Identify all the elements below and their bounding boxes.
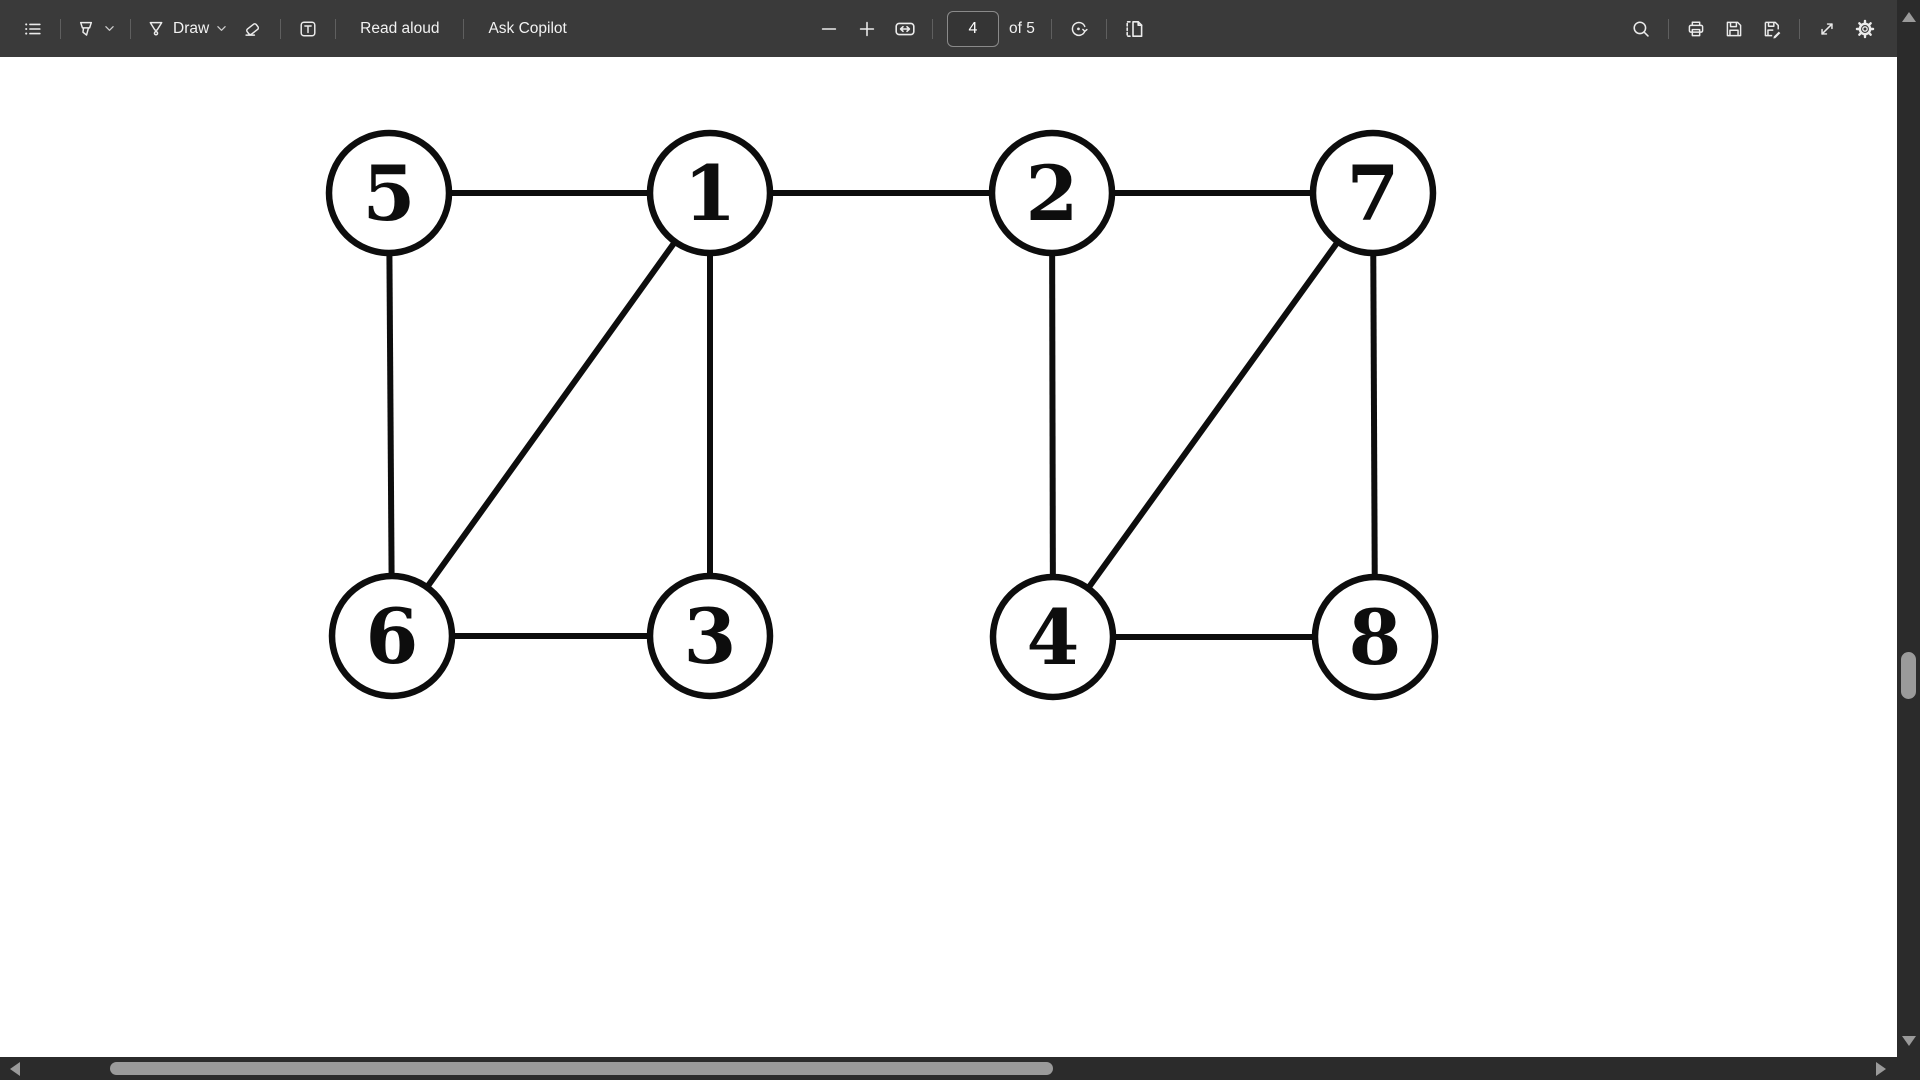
toolbar-right-group xyxy=(1622,0,1884,57)
scroll-left-arrow-icon[interactable] xyxy=(10,1061,20,1076)
graph-node-label: 2 xyxy=(1026,149,1079,238)
graph-node-5: 5 xyxy=(325,129,453,257)
graph-figure: 5 1 2 7 6 3 4 8 xyxy=(325,129,1439,701)
toolbar-left-group: Draw Read aloud Ask Copilot xyxy=(14,0,583,57)
chevron-down-icon xyxy=(105,26,114,31)
pen-icon xyxy=(149,21,163,36)
print-icon xyxy=(1688,20,1704,36)
toolbar-zoom-page-group: of 5 xyxy=(810,0,1153,57)
horizontal-scrollbar[interactable] xyxy=(0,1057,1897,1080)
page-number-input[interactable] xyxy=(947,10,999,47)
horizontal-scrollbar-thumb[interactable] xyxy=(110,1062,1053,1075)
eraser-icon xyxy=(245,22,260,36)
chevron-down-icon xyxy=(217,26,226,31)
scroll-up-arrow-icon[interactable] xyxy=(1901,12,1916,22)
graph-node-label: 3 xyxy=(684,592,737,681)
fit-to-width-icon xyxy=(895,22,915,35)
read-aloud-button[interactable]: Read aloud xyxy=(346,11,453,47)
zoom-in-icon xyxy=(859,21,875,36)
zoom-out-button[interactable] xyxy=(812,11,846,47)
graph-node-3: 3 xyxy=(646,572,774,700)
toolbar-separator xyxy=(1799,18,1800,39)
toolbar-separator xyxy=(60,18,61,39)
table-of-contents-icon xyxy=(25,22,41,35)
save-icon xyxy=(1726,21,1742,36)
toolbar-separator xyxy=(280,18,282,39)
add-text-button[interactable] xyxy=(291,11,325,47)
settings-button[interactable] xyxy=(1848,11,1882,47)
search-button[interactable] xyxy=(1624,11,1658,47)
gear-icon xyxy=(1855,19,1875,38)
pdf-page-canvas: 5 1 2 7 6 3 4 8 xyxy=(0,57,1897,1057)
toolbar-separator xyxy=(932,18,933,39)
toolbar-separator xyxy=(1668,18,1669,39)
rotate-icon xyxy=(1071,21,1088,36)
graph-node-7: 7 xyxy=(1309,129,1437,257)
graph-node-8: 8 xyxy=(1311,573,1439,701)
fullscreen-button[interactable] xyxy=(1810,11,1844,47)
table-of-contents-button[interactable] xyxy=(16,11,50,47)
graph-node-label: 6 xyxy=(366,592,419,681)
graph-node-label: 4 xyxy=(1027,593,1080,682)
toolbar-separator xyxy=(1050,18,1052,39)
graph-edge-7-4 xyxy=(1050,191,1376,639)
fit-to-width-button[interactable] xyxy=(888,11,922,47)
print-button[interactable] xyxy=(1679,11,1713,47)
graph-edge-5-6 xyxy=(386,192,395,637)
zoom-out-icon xyxy=(821,27,837,30)
draw-button[interactable]: Draw xyxy=(141,11,232,47)
page-view-icon xyxy=(1126,20,1143,37)
graph-node-label: 5 xyxy=(363,149,416,238)
toolbar-separator xyxy=(335,18,337,39)
rotate-button[interactable] xyxy=(1062,11,1096,47)
graph-node-label: 8 xyxy=(1349,593,1402,682)
search-icon xyxy=(1633,20,1649,37)
draw-button-label: Draw xyxy=(173,19,210,37)
graph-edge-7-8 xyxy=(1370,192,1378,638)
vertical-scrollbar-thumb[interactable] xyxy=(1901,652,1916,699)
toolbar-separator xyxy=(1105,18,1107,39)
graph-edge-1-6 xyxy=(389,191,713,638)
page-count-label: of 5 xyxy=(1009,19,1035,37)
eraser-button[interactable] xyxy=(236,11,270,47)
pdf-toolbar: Draw Read aloud Ask Copilot xyxy=(0,0,1920,57)
fullscreen-icon xyxy=(1821,22,1833,35)
graph-node-4: 4 xyxy=(989,573,1117,701)
highlighter-button[interactable] xyxy=(71,11,120,47)
graph-node-2: 2 xyxy=(988,129,1116,257)
graph-node-1: 1 xyxy=(646,129,774,257)
graph-edge-2-4 xyxy=(1049,192,1056,638)
save-button[interactable] xyxy=(1717,11,1751,47)
toolbar-separator xyxy=(130,18,131,39)
highlighter-icon xyxy=(79,21,93,36)
ask-copilot-button[interactable]: Ask Copilot xyxy=(474,11,580,47)
scroll-down-arrow-icon[interactable] xyxy=(1901,1036,1916,1046)
graph-node-label: 7 xyxy=(1347,149,1400,238)
save-as-button[interactable] xyxy=(1755,11,1789,47)
zoom-in-button[interactable] xyxy=(850,11,884,47)
add-text-icon xyxy=(300,20,316,37)
vertical-scrollbar[interactable] xyxy=(1897,0,1920,1080)
toolbar-separator xyxy=(463,18,465,39)
graph-node-label: 1 xyxy=(684,149,737,238)
graph-node-6: 6 xyxy=(328,572,456,700)
save-as-icon xyxy=(1764,21,1781,39)
page-view-button[interactable] xyxy=(1117,11,1151,47)
scroll-right-arrow-icon[interactable] xyxy=(1876,1061,1886,1076)
